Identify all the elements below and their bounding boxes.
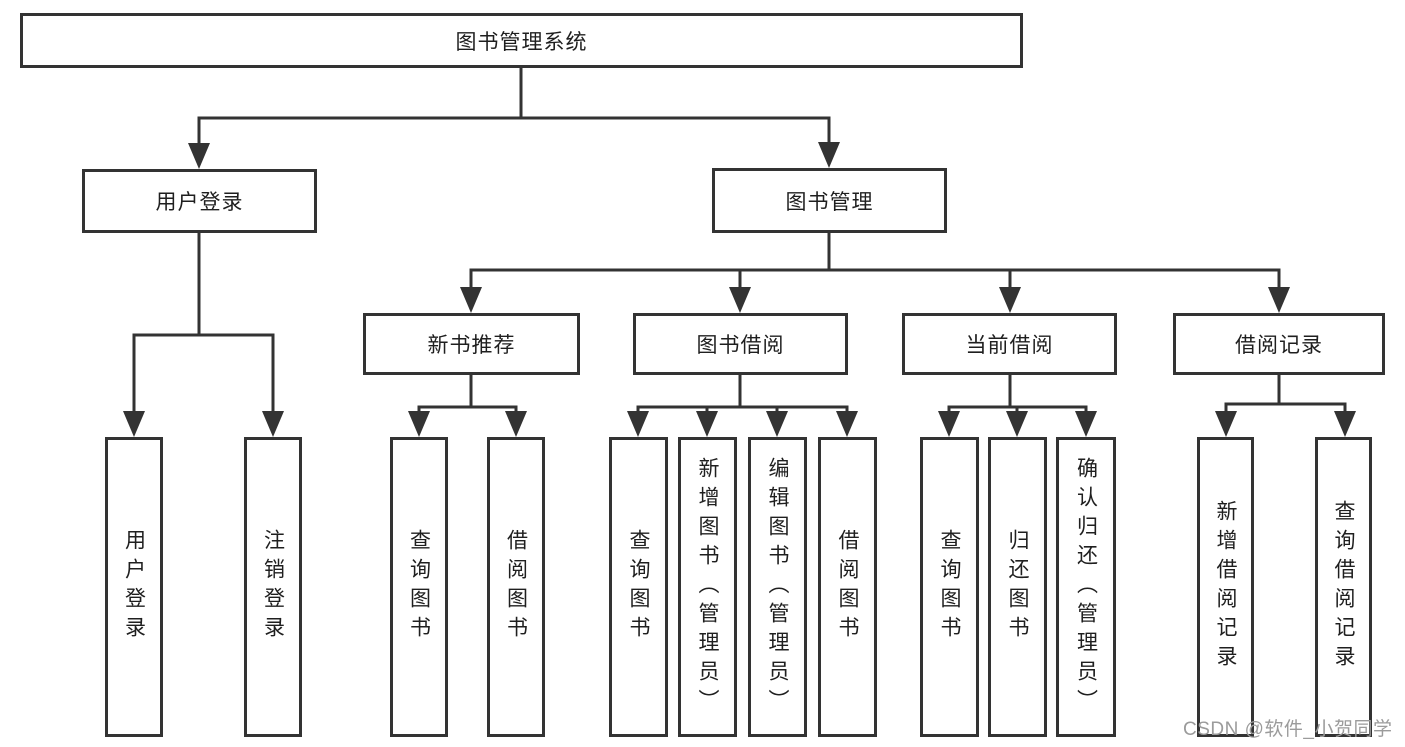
leaf-query-borrow-record: 查询借阅记录 [1315, 437, 1372, 737]
leaf-label: 查询图书 [627, 529, 650, 645]
node-label: 当前借阅 [965, 334, 1054, 357]
leaf-user-login: 用户登录 [105, 437, 163, 737]
watermark-text: CSDN @软件_小贺同学 [1183, 719, 1393, 740]
leaf-label: 注销登录 [261, 529, 285, 645]
node-book-borrowing: 图书借阅 [633, 313, 848, 375]
node-label: 新书推荐 [427, 334, 516, 357]
node-book-management-system: 图书管理系统 [20, 13, 1023, 68]
node-user-login: 用户登录 [82, 169, 317, 233]
node-borrowing-records: 借阅记录 [1173, 313, 1385, 375]
leaf-label: 借阅图书 [836, 529, 859, 645]
leaf-return-books: 归还图书 [988, 437, 1047, 737]
leaf-borrow-books-under-borrowing: 借阅图书 [818, 437, 877, 737]
node-book-management: 图书管理 [712, 168, 947, 233]
node-new-book-recommend: 新书推荐 [363, 313, 580, 375]
leaf-label: 确认归还（管理员） [1074, 456, 1098, 718]
leaf-edit-books-admin: 编辑图书（管理员） [748, 437, 807, 737]
leaf-label: 用户登录 [122, 529, 146, 645]
node-label: 图书借阅 [696, 334, 785, 357]
leaf-query-books-under-borrowing: 查询图书 [609, 437, 668, 737]
leaf-label: 编辑图书（管理员） [766, 456, 789, 718]
leaf-label: 查询借阅记录 [1332, 500, 1355, 674]
leaf-confirm-return-admin: 确认归还（管理员） [1056, 437, 1116, 737]
leaf-query-books-under-recommend: 查询图书 [390, 437, 448, 737]
node-label: 用户登录 [155, 191, 244, 214]
leaf-label: 新增借阅记录 [1214, 500, 1237, 674]
leaf-label: 借阅图书 [504, 529, 528, 645]
leaf-logout: 注销登录 [244, 437, 302, 737]
node-label: 图书管理系统 [455, 30, 588, 54]
leaf-add-borrow-record: 新增借阅记录 [1197, 437, 1254, 737]
leaf-label: 归还图书 [1006, 529, 1029, 645]
leaf-label: 查询图书 [938, 529, 961, 645]
leaf-label: 新增图书（管理员） [696, 456, 719, 718]
node-label: 图书管理 [785, 190, 874, 214]
node-label: 借阅记录 [1235, 334, 1323, 357]
leaf-add-books-admin: 新增图书（管理员） [678, 437, 737, 737]
leaf-borrow-books-under-recommend: 借阅图书 [487, 437, 545, 737]
leaf-query-books-under-current: 查询图书 [920, 437, 979, 737]
node-current-borrowing: 当前借阅 [902, 313, 1117, 375]
leaf-label: 查询图书 [407, 529, 431, 645]
